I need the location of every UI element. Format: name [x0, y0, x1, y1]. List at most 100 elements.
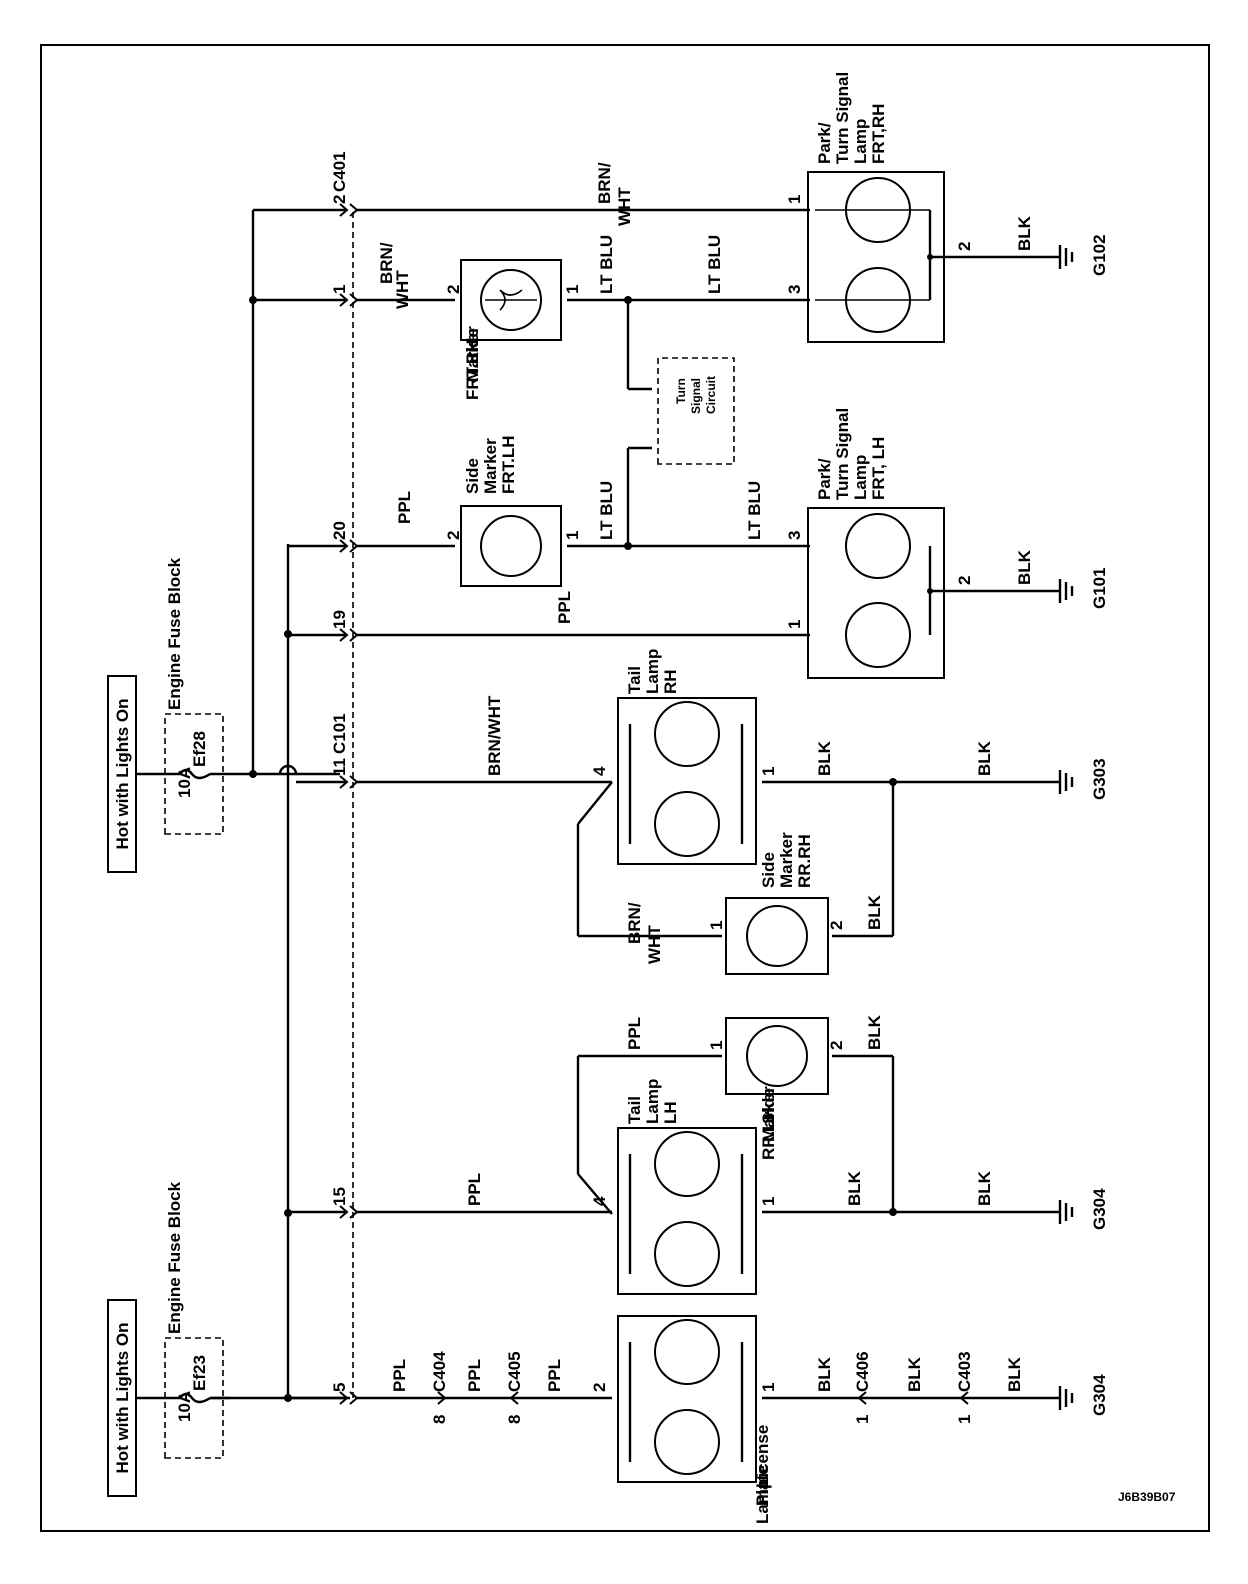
pin-sm-rrlh-2: 2	[827, 1041, 846, 1050]
pin-park-lh-2: 2	[955, 576, 974, 585]
wire-label-wht-rrrh: WHT	[645, 925, 664, 964]
power-source-ef28: Hot with Lights On 10A Ef28 Engine Fuse …	[107, 557, 224, 873]
wire-label-blk-c406: BLK	[905, 1356, 924, 1392]
ground-g303: G303	[1058, 758, 1109, 800]
wire-label-brn-wht-rh: BRN/	[595, 162, 614, 204]
pin-c403-1: 1	[955, 1415, 974, 1424]
wire-label-brn-rrrh: BRN/	[625, 902, 644, 944]
wire-label-ltblu-1: LT BLU	[597, 235, 616, 294]
wire-label-brn-frtrh: BRN/	[377, 242, 396, 284]
label-tail-rh-2: RH	[661, 669, 680, 694]
wire-label-ltblu-3: LT BLU	[597, 481, 616, 540]
ground-g102: G102	[1058, 234, 1109, 276]
pin-sm-frtrh-2: 2	[444, 285, 463, 294]
fuse-block-label-ef28: Engine Fuse Block	[165, 557, 184, 710]
label-turn-1: Signal	[689, 378, 703, 414]
wire-label-ppl-19: PPL	[555, 591, 574, 624]
pin-sm-frtrh-1: 1	[563, 285, 582, 294]
fuse-rating-ef28: 10A	[175, 767, 194, 798]
pin-park-rh-3: 3	[785, 285, 804, 294]
ground-label-g303: G303	[1090, 758, 1109, 800]
diagram-frame	[40, 44, 1210, 1532]
wire-label-ltblu-4: LT BLU	[745, 481, 764, 540]
wire-label-ppl-c405: PPL	[545, 1359, 564, 1392]
wire-label-wht-frtrh: WHT	[393, 270, 412, 309]
connector-c403: C403	[955, 1351, 974, 1392]
label-park-rh-0: Park/	[815, 122, 834, 164]
wire-label-wht-rh: WHT	[615, 187, 634, 226]
pin-11: 11	[330, 758, 349, 776]
wire-label-blk-rrrh: BLK	[865, 894, 884, 930]
pin-c401-2: 2	[330, 195, 349, 204]
pin-sm-rrlh-1: 1	[707, 1041, 726, 1050]
ground-g304-tail: G304	[1058, 1188, 1109, 1230]
label-park-lh-1: Turn Signal	[833, 408, 852, 500]
tail-lamp-lh: 4 1 Tail Lamp LH	[590, 1079, 778, 1295]
ground-g101: G101	[1058, 567, 1109, 609]
label-side-frtlh-0: Side	[463, 458, 482, 494]
label-license-2: Lamp	[753, 1479, 772, 1524]
label-tail-lh-1: Lamp	[643, 1079, 662, 1124]
pin-tail-rh-4: 4	[590, 766, 609, 776]
source-label-ef23: Hot with Lights On	[113, 1322, 132, 1473]
document-id: J6B39B07	[1118, 1490, 1176, 1504]
label-tail-rh-1: Lamp	[643, 649, 662, 694]
connector-c401: C401	[330, 151, 349, 192]
connector-c405: C405	[505, 1351, 524, 1392]
fuse-symbol-ef23	[179, 1392, 211, 1404]
pin-19: 19	[330, 610, 349, 629]
fuse-id-ef28: Ef28	[190, 731, 209, 767]
pin-sm-frtlh-2: 2	[444, 531, 463, 540]
label-turn-2: Circuit	[704, 376, 718, 414]
ground-label-g101: G101	[1090, 567, 1109, 609]
turn-signal-circuit: Turn Signal Circuit	[657, 357, 735, 465]
wire-label-brnwht-c101: BRN/WHT	[485, 695, 504, 776]
park-turn-lamp-frt-rh: 1 3 2 Park/ Turn Signal Lamp FRT,RH	[785, 72, 974, 343]
label-side-rrlh-1: Marker	[759, 1086, 778, 1142]
wire-label-blk-trh: BLK	[815, 740, 834, 776]
pin-c405-8: 8	[505, 1415, 524, 1424]
pin-lic-1: 1	[759, 1383, 778, 1392]
wire-label-blk-g101: BLK	[1015, 549, 1034, 585]
wire-label-blk-g102: BLK	[1015, 215, 1034, 251]
pin-park-lh-1: 1	[785, 620, 804, 629]
ground-label-g304-a: G304	[1090, 1188, 1109, 1230]
wire-label-ppl-5: PPL	[390, 1359, 409, 1392]
pin-sm-frtlh-1: 1	[563, 531, 582, 540]
label-side-frtrh-2: FRT.RH	[463, 340, 482, 400]
pin-tail-lh-1: 1	[759, 1197, 778, 1206]
label-tail-rh-0: Tail	[625, 666, 644, 694]
connector-c101: C101	[330, 713, 349, 754]
wire-label-blk-c403: BLK	[1005, 1356, 1024, 1392]
pin-5: 5	[330, 1383, 349, 1392]
wire-label-ppl-c404: PPL	[465, 1359, 484, 1392]
wire-label-ppl-rrlh: PPL	[625, 1017, 644, 1050]
wire-label-ppl-20: PPL	[395, 491, 414, 524]
pin-sm-rrrh-1: 1	[707, 921, 726, 930]
label-side-rrrh-1: Marker	[777, 832, 796, 888]
label-license-1: Plate	[753, 1465, 772, 1506]
label-park-rh-1: Turn Signal	[833, 72, 852, 164]
fuse-rating-ef23: 10A	[175, 1391, 194, 1422]
fuse-block-label-ef23: Engine Fuse Block	[165, 1181, 184, 1334]
pin-c406-1: 1	[853, 1415, 872, 1424]
label-side-rrrh-0: Side	[759, 852, 778, 888]
wire-label-ppl-15: PPL	[465, 1173, 484, 1206]
pin-tail-rh-1: 1	[759, 767, 778, 776]
wire-label-blk-g304a: BLK	[975, 1170, 994, 1206]
label-side-frtlh-1: Marker	[481, 438, 500, 494]
side-marker-rr-lh: 1 2 Side Marker RR.LH	[707, 1017, 846, 1160]
pin-park-rh-1: 1	[785, 195, 804, 204]
ground-g304-license: G304	[1058, 1374, 1109, 1416]
label-side-rrlh-0: Side	[759, 1088, 778, 1124]
license-plate-lamp: 2 1 License Plate Lamp	[590, 1315, 778, 1524]
label-side-rrrh-2: RR.RH	[795, 834, 814, 888]
label-tail-lh-2: LH	[661, 1101, 680, 1124]
pin-15: 15	[330, 1187, 349, 1206]
label-side-frtrh-1: Marker	[463, 326, 482, 382]
label-side-rrlh-2: RR.LH	[759, 1108, 778, 1160]
tail-lamp-rh: 4 1 Tail Lamp RH	[590, 649, 778, 865]
label-park-rh-2: Lamp	[851, 119, 870, 164]
side-marker-rr-rh: 1 2 Side Marker RR.RH	[707, 832, 846, 975]
